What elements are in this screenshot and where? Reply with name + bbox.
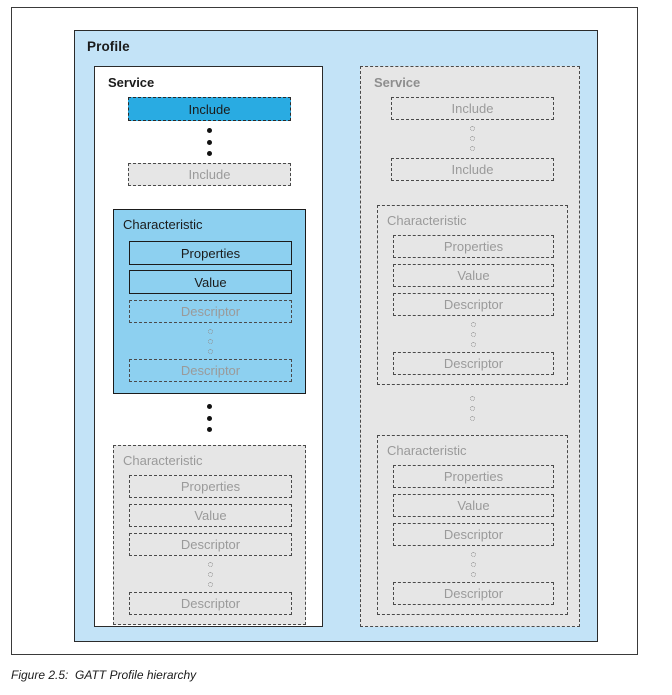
descriptor-box[interactable]: Descriptor: [393, 582, 554, 605]
include-ellipsis: [206, 128, 212, 156]
characteristic-title: Characteristic: [387, 213, 467, 228]
ellipsis-dot: [207, 329, 213, 334]
ellipsis-dot: [207, 339, 213, 344]
characteristic-ellipsis: [206, 404, 212, 432]
value-box[interactable]: Value: [129, 270, 292, 294]
ellipsis-dot: [206, 151, 212, 156]
ellipsis-dot: [206, 427, 212, 432]
ellipsis-dot: [469, 406, 475, 411]
service-block-faded[interactable]: Service Include Include Characteristic P…: [360, 66, 580, 627]
ellipsis-dot: [207, 582, 213, 587]
properties-box[interactable]: Properties: [393, 235, 554, 258]
descriptor-ellipsis: [470, 552, 476, 577]
profile-container: Profile Service Include Include Characte…: [74, 30, 598, 642]
descriptor-ellipsis: [207, 329, 213, 354]
ellipsis-dot: [469, 126, 475, 131]
include-box-highlight[interactable]: Include: [128, 97, 291, 121]
include-box-faded[interactable]: Include: [391, 97, 554, 120]
service-block-active[interactable]: Service Include Include Characteristic P…: [94, 66, 323, 627]
service-title: Service: [374, 75, 421, 90]
descriptor-ellipsis: [470, 322, 476, 347]
ellipsis-dot: [469, 146, 475, 151]
descriptor-box[interactable]: Descriptor: [129, 592, 292, 615]
service-title: Service: [108, 75, 155, 90]
profile-title: Profile: [87, 39, 130, 54]
ellipsis-dot: [470, 562, 476, 567]
include-ellipsis: [469, 126, 475, 151]
ellipsis-dot: [470, 572, 476, 577]
properties-box[interactable]: Properties: [129, 475, 292, 498]
include-box-faded[interactable]: Include: [128, 163, 291, 186]
ellipsis-dot: [469, 396, 475, 401]
characteristic-block-faded[interactable]: Characteristic Properties Value Descript…: [377, 205, 568, 385]
value-box[interactable]: Value: [393, 494, 554, 517]
ellipsis-dot: [206, 139, 212, 145]
figure-caption: Figure 2.5: GATT Profile hierarchy: [11, 668, 197, 682]
properties-box[interactable]: Properties: [129, 241, 292, 265]
characteristic-block-faded[interactable]: Characteristic Properties Value Descript…: [377, 435, 568, 615]
characteristic-block-active[interactable]: Characteristic Properties Value Descript…: [113, 209, 306, 394]
ellipsis-dot: [470, 322, 476, 327]
value-box[interactable]: Value: [129, 504, 292, 527]
value-box[interactable]: Value: [393, 264, 554, 287]
characteristic-ellipsis: [469, 396, 475, 421]
characteristic-title: Characteristic: [387, 443, 467, 458]
ellipsis-dot: [469, 416, 475, 421]
characteristic-block-faded[interactable]: Characteristic Properties Value Descript…: [113, 445, 306, 625]
descriptor-box[interactable]: Descriptor: [129, 300, 292, 323]
ellipsis-dot: [470, 342, 476, 347]
descriptor-box[interactable]: Descriptor: [393, 293, 554, 316]
descriptor-box[interactable]: Descriptor: [129, 359, 292, 382]
characteristic-title: Characteristic: [123, 217, 203, 232]
ellipsis-dot: [207, 349, 213, 354]
ellipsis-dot: [206, 128, 212, 133]
descriptor-ellipsis: [207, 562, 213, 587]
descriptor-box[interactable]: Descriptor: [393, 352, 554, 375]
descriptor-box[interactable]: Descriptor: [129, 533, 292, 556]
ellipsis-dot: [206, 404, 212, 409]
figure-frame: Profile Service Include Include Characte…: [11, 7, 638, 655]
ellipsis-dot: [470, 332, 476, 337]
ellipsis-dot: [469, 136, 475, 141]
properties-box[interactable]: Properties: [393, 465, 554, 488]
descriptor-box[interactable]: Descriptor: [393, 523, 554, 546]
ellipsis-dot: [207, 572, 213, 577]
ellipsis-dot: [206, 415, 212, 421]
ellipsis-dot: [470, 552, 476, 557]
characteristic-title: Characteristic: [123, 453, 203, 468]
include-box-faded[interactable]: Include: [391, 158, 554, 181]
ellipsis-dot: [207, 562, 213, 567]
